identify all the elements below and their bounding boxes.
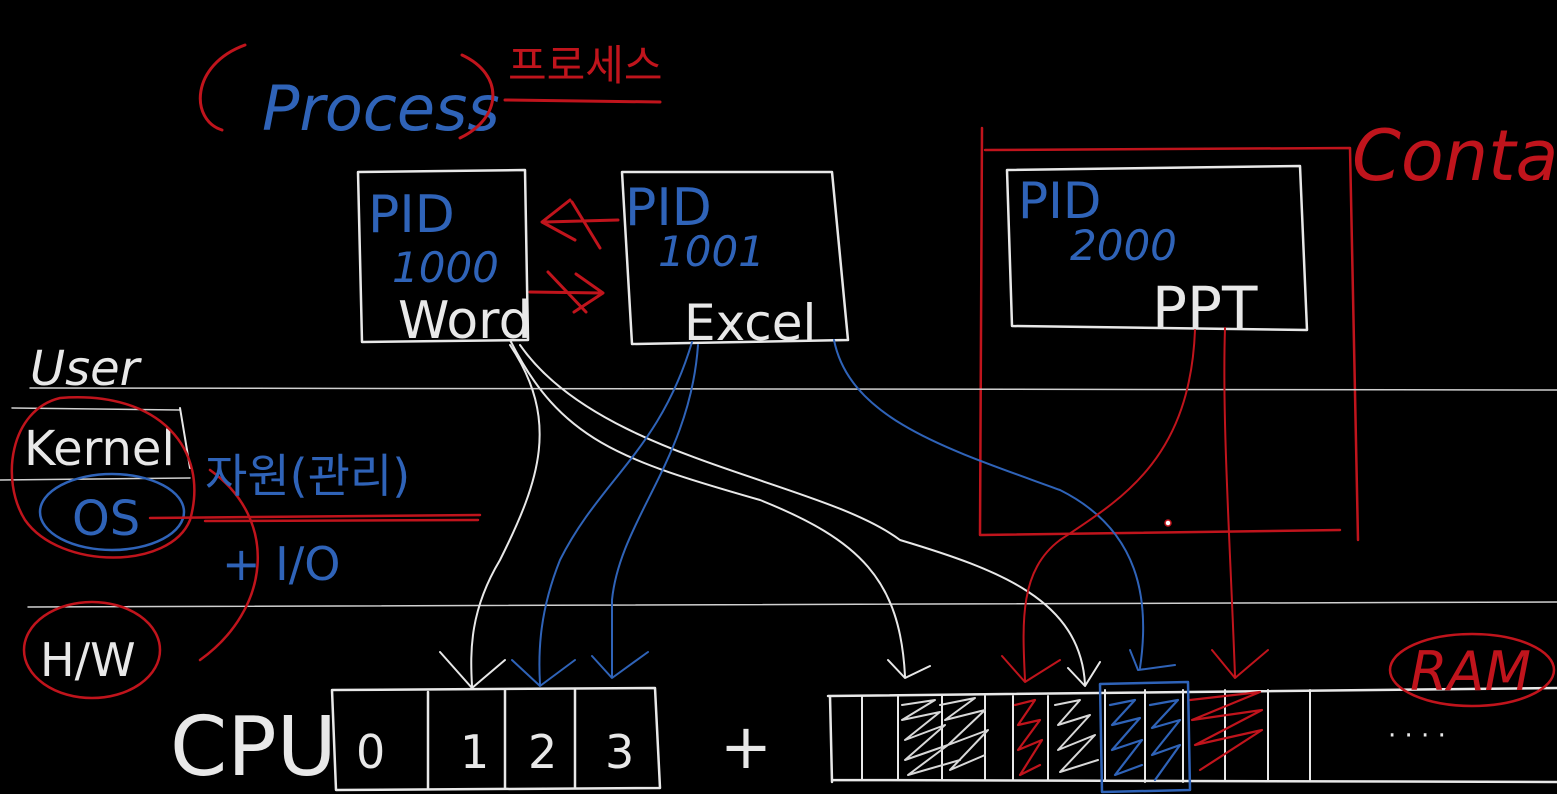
cpu-core-2: 2: [528, 725, 557, 779]
title-korean: 프로세스: [508, 41, 663, 90]
plus-sign: +: [720, 710, 772, 783]
os-circle: [38, 472, 186, 552]
kernel-note-resource: 자원(관리): [205, 449, 410, 503]
pid-value-word: 1000: [392, 243, 499, 292]
word-to-ram-arrow-2: [519, 344, 1101, 687]
word-to-cpu-arrow: [439, 344, 541, 689]
process-name-ppt: PPT: [1152, 274, 1258, 342]
pid-label-ppt: PID: [1018, 172, 1101, 230]
pid-value-excel: 1001: [658, 227, 765, 276]
cpu-label: CPU: [170, 700, 337, 794]
cpu-box: [330, 686, 662, 792]
kernel-base-line: [0, 477, 191, 481]
title-underline: [503, 98, 662, 104]
cursor-dot: [1164, 519, 1172, 527]
process-name-word: Word: [398, 291, 532, 351]
layer-os: OS: [72, 491, 140, 547]
cpu-core-0: 0: [356, 725, 385, 779]
excel-to-cpu-arrow-2: [591, 344, 699, 679]
layer-kernel: Kernel: [24, 421, 175, 477]
ppt-to-ram-arrow-2: [1211, 327, 1269, 679]
blocked-arrow-left: [540, 198, 620, 250]
cpu-dividers: [426, 688, 577, 790]
ram-box: [826, 686, 1557, 784]
ram-hatch-white: [901, 697, 1099, 776]
ram-cell-dividers: [861, 689, 1311, 783]
layer-hw: H/W: [40, 633, 136, 687]
word-to-ram-arrow-1: [509, 339, 931, 679]
title-process: Process: [262, 72, 500, 145]
container-box: [978, 126, 1360, 542]
kernel-hw-line: [27, 601, 1557, 608]
process-name-excel: Excel: [684, 294, 816, 352]
cpu-core-1: 1: [460, 725, 489, 779]
ram-hatch-red: [1013, 690, 1264, 777]
kernel-note-underline: [148, 513, 482, 523]
container-label: Contai: [1352, 115, 1557, 197]
hw-circle: [22, 600, 162, 700]
kernel-note-io: + I/O: [222, 537, 340, 591]
blocked-arrow-right: [528, 270, 605, 314]
ram-label: RAM: [1410, 640, 1531, 703]
process-paren-left: [198, 43, 247, 132]
ram-circle: [1388, 632, 1556, 708]
excel-to-ram-arrow: [833, 339, 1176, 671]
process-paren-right: [458, 53, 495, 140]
kernel-circle: [10, 396, 196, 559]
ram-ellipsis: · · · ·: [1388, 721, 1446, 751]
ram-hatch-blue: [1108, 698, 1182, 782]
process-box-excel: [620, 170, 850, 346]
process-box-ppt: [1005, 164, 1309, 332]
layer-user: User: [30, 341, 143, 397]
excel-to-cpu-arrow-1: [511, 341, 693, 687]
pid-value-ppt: 2000: [1070, 221, 1177, 270]
cpu-core-3: 3: [605, 725, 634, 779]
ram-blue-cell-frame: [1098, 680, 1192, 794]
process-box-word: [356, 168, 530, 344]
ppt-to-ram-arrow-1: [1001, 329, 1196, 683]
pid-label-word: PID: [368, 185, 455, 245]
user-kernel-line: [29, 387, 1557, 391]
pid-label-excel: PID: [625, 178, 712, 238]
kernel-arc: [198, 468, 260, 662]
